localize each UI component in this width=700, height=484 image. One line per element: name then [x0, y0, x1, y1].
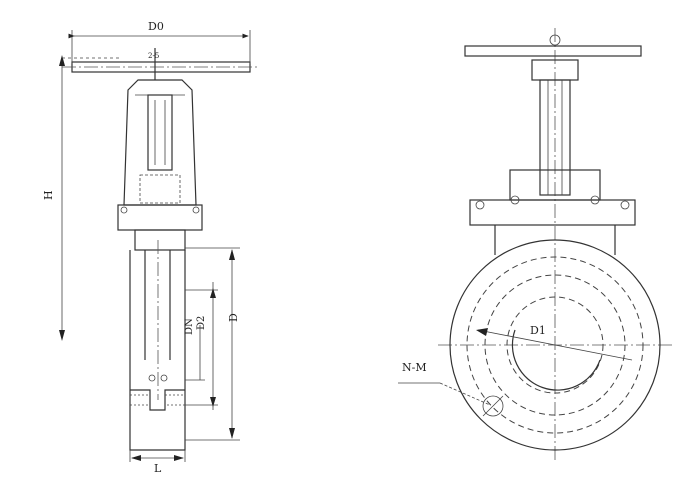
d0-dimension: D0 2-5	[68, 20, 251, 64]
dn-label: DN	[184, 318, 195, 335]
flange-circles	[449, 239, 661, 451]
d1-dimension: D1	[476, 324, 633, 361]
bolt-spacing-label: 2-5	[148, 52, 159, 60]
handwheel	[62, 48, 258, 80]
l-label: L	[154, 462, 162, 475]
front-view: D1 N-M	[398, 28, 672, 462]
handwheel-front	[464, 34, 642, 57]
d-label: D	[227, 313, 240, 322]
yoke-front	[469, 59, 636, 255]
n-m-leader: N-M	[398, 361, 491, 406]
valve-body	[129, 229, 186, 451]
d0-label: D0	[148, 20, 164, 33]
h-dimension: H	[42, 55, 120, 341]
d2-label: D2	[196, 316, 207, 330]
yoke	[117, 79, 203, 231]
side-view: D0 2-5 H	[42, 20, 258, 475]
d1-label: D1	[530, 324, 546, 337]
n-m-label: N-M	[402, 361, 427, 374]
h-label: H	[42, 190, 55, 200]
body-dimensions: D D2 DN L	[129, 247, 240, 475]
